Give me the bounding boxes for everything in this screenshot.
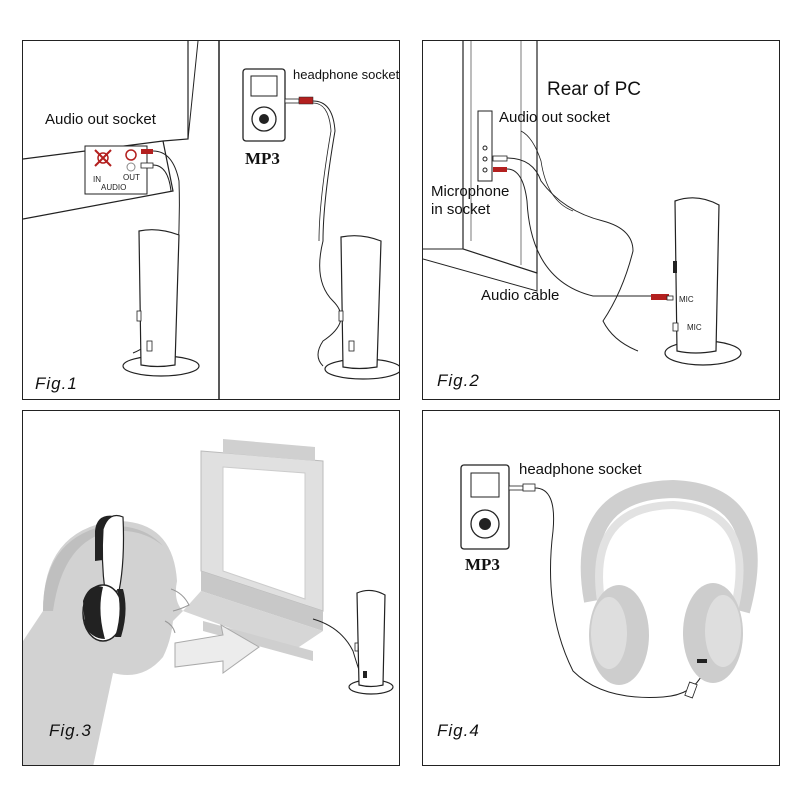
person-head — [23, 520, 183, 765]
headphone-plug — [508, 485, 524, 491]
mp3-screen — [250, 75, 278, 97]
figure-3-panel: Fig.3 — [22, 410, 400, 766]
mp3-label: MP3 — [465, 555, 500, 574]
audio-out-socket-label: Audio out socket — [499, 109, 610, 126]
figure-2-panel: Rear of PC Audio out socket Microphone i… — [422, 40, 780, 400]
mic-plug — [493, 167, 507, 172]
direction-arrow — [174, 624, 260, 674]
audio-socket-plate — [84, 145, 148, 195]
headphone-socket-label: headphone socket — [293, 67, 400, 82]
audio-cable-label: Audio cable — [481, 287, 560, 304]
white-plug — [140, 162, 154, 169]
mp3-screen — [470, 472, 500, 498]
tv-stand — [183, 591, 323, 651]
headphone-plug — [284, 98, 300, 104]
transmitter-port — [673, 261, 677, 273]
transmitter-unit-2 — [340, 235, 382, 370]
in-socket — [97, 152, 109, 164]
figure-label: Fig.4 — [437, 721, 480, 740]
person-nose — [170, 588, 190, 612]
figure-1-panel: Audio out socket IN OUT AUDIO headphone … — [22, 40, 400, 400]
figure-2-drawing — [423, 41, 742, 366]
figure-label: Fig.3 — [49, 721, 92, 740]
mic-cable — [506, 168, 651, 297]
mic-plug-2 — [651, 294, 669, 300]
mic-label-2: MIC — [687, 323, 702, 332]
figure-3-drawing — [23, 439, 394, 765]
headphone-band — [580, 479, 758, 614]
tv-screen — [222, 466, 306, 600]
transmitter-unit — [356, 589, 386, 688]
figure-4-drawing — [460, 464, 758, 699]
figure-4-panel: headphone socket MP3 Fig.4 — [422, 410, 780, 766]
mic-label: MIC — [679, 295, 694, 304]
figure-label: Fig.2 — [437, 371, 480, 390]
headphone-cable — [312, 100, 342, 367]
audio-cable-2 — [506, 157, 639, 352]
figure-label: Fig.1 — [35, 374, 78, 393]
mp3-label: MP3 — [245, 149, 280, 168]
audio-out-socket-label: Audio out socket — [45, 111, 156, 128]
in-label: IN — [93, 175, 101, 184]
microphone-in-socket-label: Microphone in socket — [431, 183, 510, 218]
pc-case — [462, 41, 538, 274]
audio-label: AUDIO — [101, 183, 127, 192]
audio-out-plug — [492, 155, 508, 162]
transmitter-unit — [674, 197, 720, 354]
red-plug — [141, 149, 153, 154]
headphone-cable — [534, 487, 704, 698]
socket — [482, 145, 488, 151]
rear-of-pc-label: Rear of PC — [547, 79, 641, 100]
out-label: OUT — [123, 173, 140, 182]
figure-1-drawing — [23, 41, 399, 399]
headphone-socket-label: headphone socket — [519, 461, 642, 478]
transmitter-unit — [138, 229, 180, 368]
out-socket — [125, 149, 137, 161]
